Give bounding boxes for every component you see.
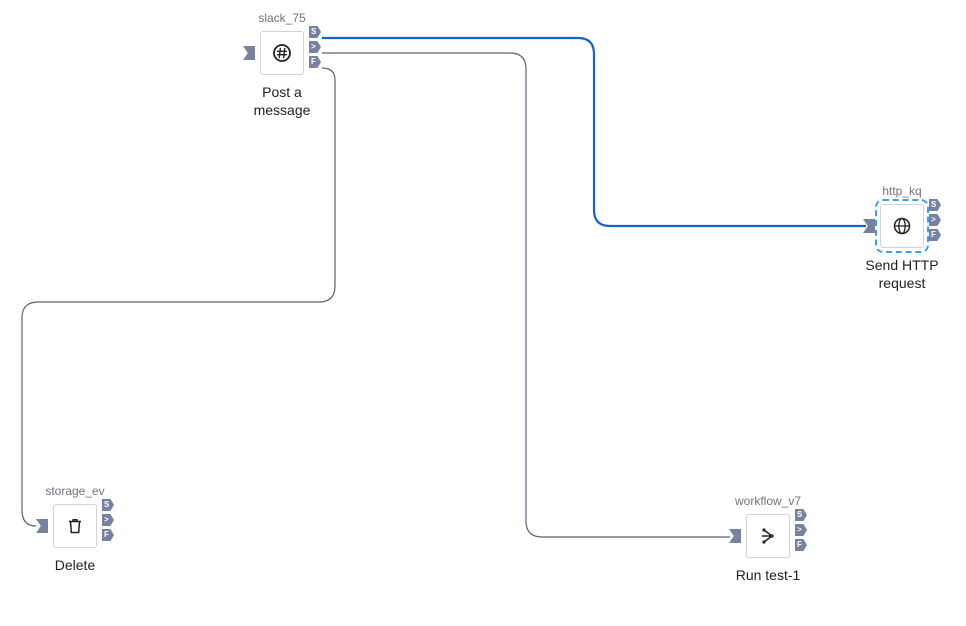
- output-port-next[interactable]: >: [795, 524, 807, 536]
- node-id: storage_ev: [45, 484, 105, 498]
- slack-hash-icon: [272, 43, 292, 63]
- edge-slack-failure-to-storage[interactable]: [21, 67, 336, 527]
- node-label: Delete: [54, 557, 96, 573]
- trash-icon: [65, 516, 85, 536]
- node-label: Post a message: [253, 84, 311, 118]
- input-port[interactable]: [36, 519, 48, 533]
- output-port-success[interactable]: S: [929, 199, 941, 211]
- output-port-failure[interactable]: F: [795, 539, 807, 551]
- output-port-failure[interactable]: F: [309, 56, 321, 68]
- node-label: Run test-1: [735, 567, 801, 583]
- input-port[interactable]: [243, 46, 255, 60]
- node-box[interactable]: [746, 514, 790, 558]
- output-port-failure[interactable]: F: [929, 229, 941, 241]
- node-id: http_kq: [882, 184, 922, 198]
- node-id: workflow_v7: [734, 494, 802, 508]
- node-id: slack_75: [258, 11, 306, 25]
- node-box[interactable]: [875, 199, 929, 253]
- globe-icon: [892, 216, 912, 236]
- workflow-branch-icon: [758, 526, 778, 546]
- input-port[interactable]: [863, 219, 875, 233]
- output-port-success[interactable]: S: [795, 509, 807, 521]
- node-box[interactable]: [53, 504, 97, 548]
- output-port-next[interactable]: >: [102, 514, 114, 526]
- edge-slack-success-to-http[interactable]: [322, 36, 866, 228]
- node-label: Send HTTP request: [865, 257, 939, 291]
- output-port-success[interactable]: S: [102, 499, 114, 511]
- node-box[interactable]: [260, 31, 304, 75]
- input-port[interactable]: [729, 529, 741, 543]
- output-port-failure[interactable]: F: [102, 529, 114, 541]
- output-port-success[interactable]: S: [309, 26, 321, 38]
- output-port-next[interactable]: >: [929, 214, 941, 226]
- edge-slack-next-to-workflow[interactable]: [322, 52, 730, 538]
- output-port-next[interactable]: >: [309, 41, 321, 53]
